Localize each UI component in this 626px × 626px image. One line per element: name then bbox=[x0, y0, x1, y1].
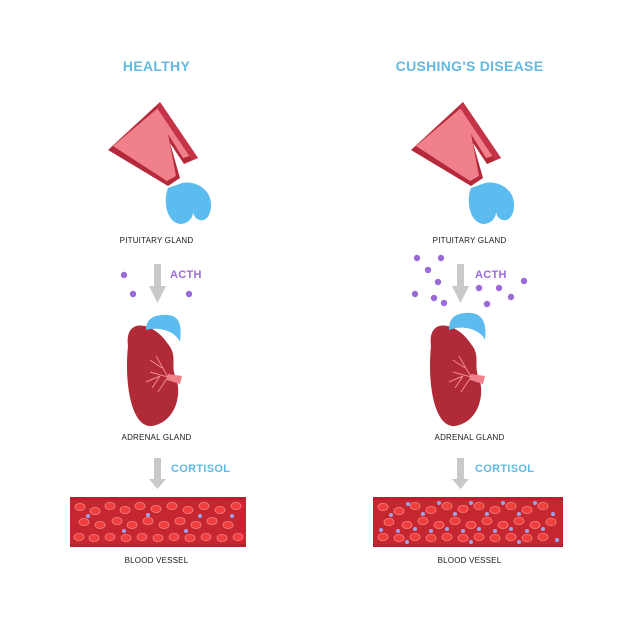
pituitary-gland-illustration bbox=[108, 102, 212, 224]
cushings-diagram bbox=[373, 102, 563, 547]
acth-molecules bbox=[411, 254, 528, 308]
cushings-panel: CUSHING'S DISEASE bbox=[313, 0, 626, 626]
down-arrow-icon bbox=[452, 458, 469, 489]
down-arrow-icon bbox=[452, 264, 469, 303]
pituitary-gland-illustration bbox=[411, 102, 515, 224]
acth-label: ACTH bbox=[170, 269, 202, 281]
acth-label: ACTH bbox=[475, 269, 507, 281]
down-arrow-icon bbox=[149, 458, 166, 489]
blood-vessel-label: BLOOD VESSEL bbox=[124, 556, 189, 565]
healthy-diagram bbox=[70, 102, 246, 547]
blood-vessel-label: BLOOD VESSEL bbox=[437, 556, 502, 565]
adrenal-gland-label: ADRENAL GLAND bbox=[434, 433, 505, 442]
pituitary-gland-label: PITUITARY GLAND bbox=[119, 236, 194, 245]
blood-vessel-illustration bbox=[70, 497, 246, 547]
adrenal-kidney-illustration bbox=[430, 312, 486, 427]
panel-title: HEALTHY bbox=[122, 58, 191, 74]
adrenal-kidney-illustration bbox=[127, 314, 182, 427]
pituitary-gland-label: PITUITARY GLAND bbox=[432, 236, 507, 245]
adrenal-gland-label: ADRENAL GLAND bbox=[121, 433, 192, 442]
cortisol-label: CORTISOL bbox=[475, 463, 535, 475]
panel-title: CUSHING'S DISEASE bbox=[395, 58, 544, 74]
acth-molecules bbox=[120, 271, 193, 298]
down-arrow-icon bbox=[149, 264, 166, 303]
cortisol-label: CORTISOL bbox=[171, 463, 231, 475]
blood-vessel-illustration bbox=[373, 497, 563, 547]
healthy-panel: HEALTHY bbox=[70, 58, 246, 565]
